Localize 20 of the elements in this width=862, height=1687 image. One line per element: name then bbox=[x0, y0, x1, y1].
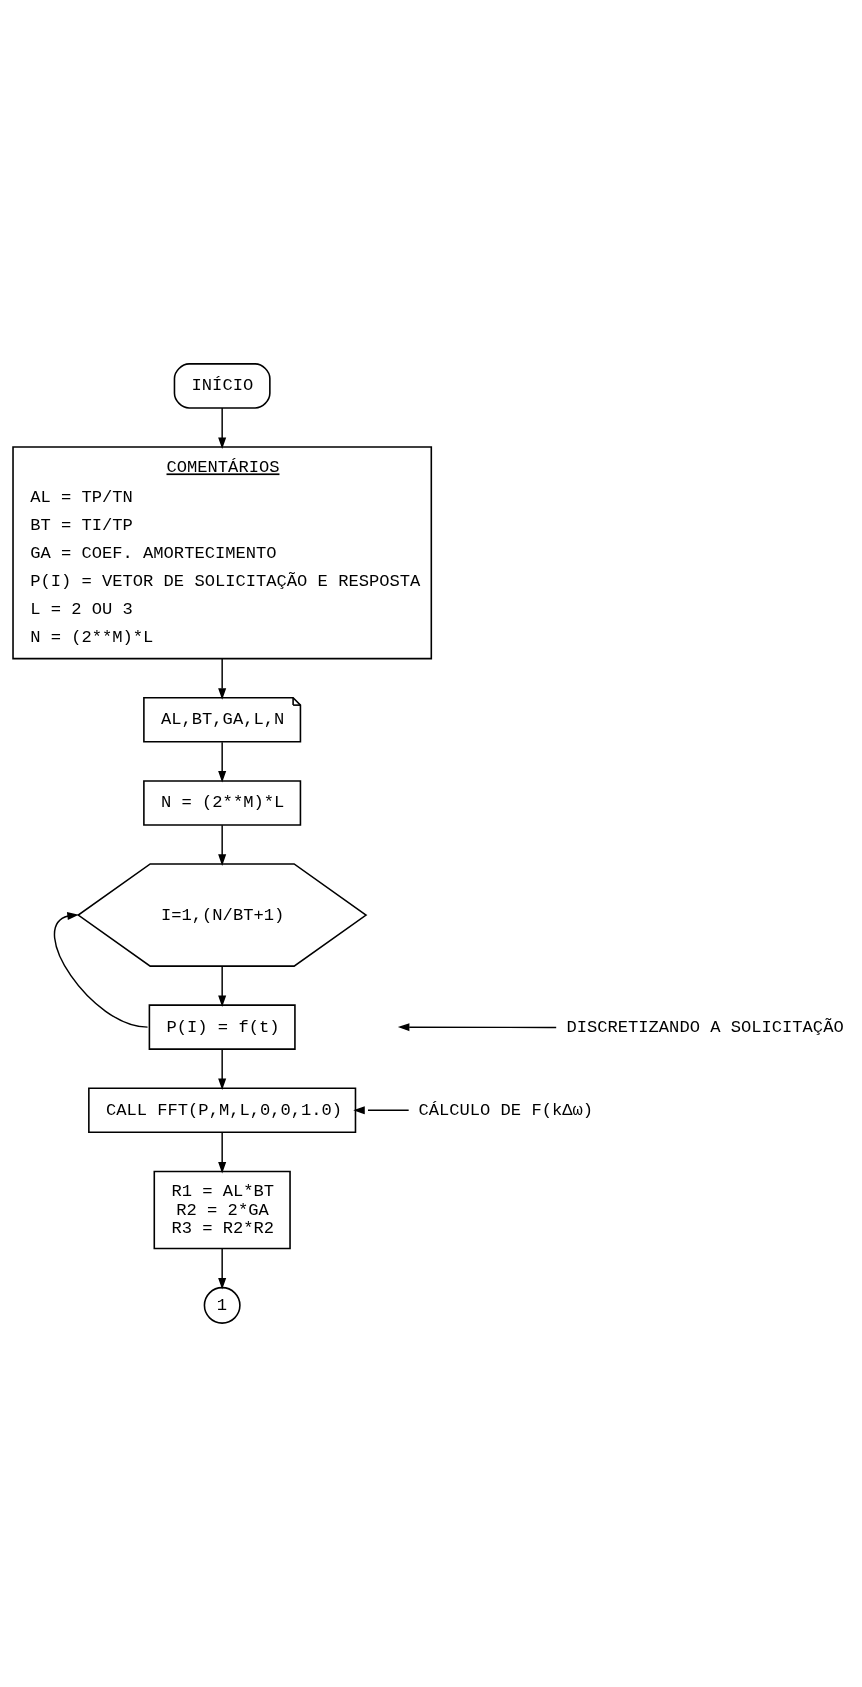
arrow bbox=[353, 1106, 410, 1115]
node-box: INÍCIO bbox=[173, 363, 271, 409]
arrow bbox=[218, 965, 227, 1007]
node-box: R1 = AL*BT R2 = 2*GA R3 = R2*R2 bbox=[153, 1170, 291, 1250]
arrow bbox=[218, 741, 227, 783]
node-text: CÁLCULO DE F(kΔω) bbox=[418, 1100, 594, 1120]
arrow bbox=[218, 658, 227, 700]
arrow bbox=[53, 912, 149, 1028]
arrow bbox=[218, 1131, 227, 1174]
arrow bbox=[218, 407, 227, 450]
node-circle: 1 bbox=[203, 1286, 241, 1324]
node-text: DISCRETIZANDO A SOLICITAÇÃO bbox=[566, 1017, 844, 1037]
node-box: CALL FFT(P,M,L,0,0,1.0) bbox=[88, 1087, 357, 1134]
arrow bbox=[397, 1023, 557, 1032]
node-box: P(I) = f(t) bbox=[148, 1004, 296, 1050]
arrow bbox=[218, 824, 227, 866]
node-box: COMENTÁRIOS AL = TP/TN BT = TI/TP GA = COEF. AMORTECIMENTO P(I) = VETOR DE SOLICITAÇÃO E RESPOSTA L = 2 OU 3 N = (2**M)*L bbox=[12, 446, 433, 660]
arrow bbox=[218, 1048, 227, 1090]
node-box: N = (2**M)*L bbox=[143, 780, 302, 826]
arrow bbox=[218, 1248, 227, 1290]
